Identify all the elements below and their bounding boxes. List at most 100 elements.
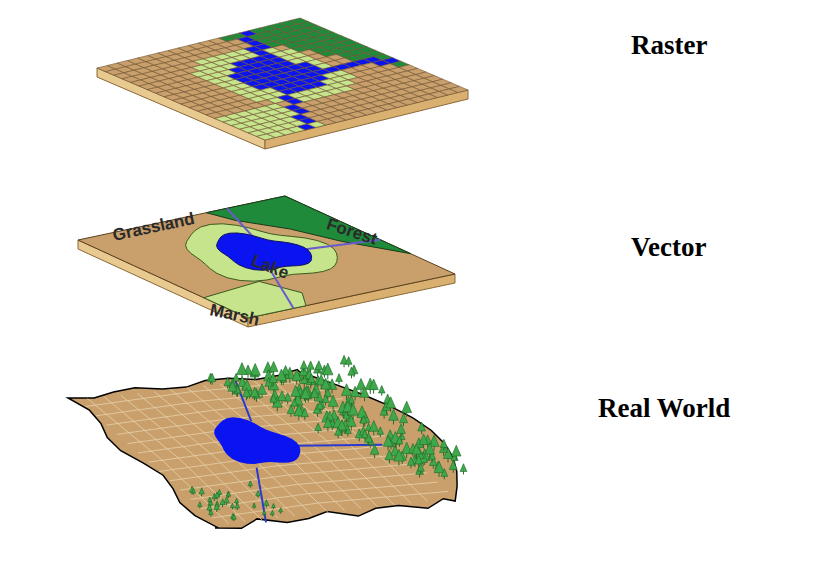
model-label: Real World xyxy=(598,393,730,424)
tree-crown xyxy=(394,449,404,461)
tree-crown xyxy=(272,503,276,507)
tree-crown xyxy=(335,427,342,435)
tree-crown xyxy=(369,421,378,432)
tree-crown xyxy=(452,445,461,456)
tree-crown xyxy=(348,404,358,416)
grassland-area xyxy=(78,196,455,318)
tree-crown xyxy=(351,386,360,396)
tree-crown xyxy=(323,363,333,375)
tree-crown xyxy=(215,492,220,497)
tree-crown xyxy=(449,460,457,469)
terrain-grid xyxy=(204,386,345,511)
tree-crown xyxy=(315,423,322,431)
tree-crown xyxy=(399,413,407,422)
tree-crown xyxy=(291,385,301,396)
tree-crown xyxy=(385,450,394,460)
tree-crown xyxy=(226,491,230,496)
tree-crown xyxy=(214,503,219,509)
tree-crown xyxy=(292,370,302,381)
tree-crown xyxy=(441,469,448,477)
tree-crown xyxy=(269,361,278,371)
tree-crown xyxy=(378,386,385,393)
model-label: Raster xyxy=(631,30,707,61)
tree-crown xyxy=(321,378,331,389)
tree-crown xyxy=(360,387,369,398)
stream-line xyxy=(257,468,266,523)
tree-crown xyxy=(323,417,332,427)
tree-crown xyxy=(243,388,251,397)
tree-crown xyxy=(336,374,343,382)
real-world-terrain xyxy=(68,355,467,528)
tree-crown xyxy=(279,508,283,512)
tree-crown xyxy=(315,361,323,370)
tree-crown xyxy=(278,391,286,401)
tree-crown xyxy=(370,444,379,454)
tree-crown xyxy=(301,408,308,416)
tree-crown xyxy=(228,381,237,391)
tree-crown xyxy=(235,498,239,503)
tree-crown xyxy=(262,510,266,514)
terrain-grid xyxy=(286,377,427,502)
slab-side xyxy=(265,90,468,149)
tree-crown xyxy=(308,374,316,383)
tree-crown xyxy=(209,373,216,381)
tree-crown xyxy=(310,388,318,398)
model-label: Vector xyxy=(631,232,706,263)
tree-crown xyxy=(369,379,378,390)
tree-crown xyxy=(328,395,338,406)
tree-crown xyxy=(220,499,225,505)
tree-crown xyxy=(300,361,307,369)
vector-slab xyxy=(78,196,455,327)
tree-crown xyxy=(386,397,396,408)
tree-crown xyxy=(347,415,357,426)
tree-crown xyxy=(434,461,444,472)
tree-crown xyxy=(198,502,202,507)
tree-crown xyxy=(199,488,204,494)
lake-water xyxy=(214,417,300,464)
tree-crown xyxy=(248,481,252,486)
tree-crown xyxy=(418,422,426,431)
tree-crown xyxy=(250,387,258,397)
terrain-grid xyxy=(212,491,449,518)
tree-crown xyxy=(360,416,367,424)
tree-crown xyxy=(270,394,277,402)
tree-crown xyxy=(440,439,447,447)
raster-slab xyxy=(97,18,468,149)
tree-crown xyxy=(237,363,247,375)
tree-crown xyxy=(419,434,428,445)
tree-crown xyxy=(341,384,351,396)
terrain-surface xyxy=(68,370,457,529)
tree-crown xyxy=(357,406,367,418)
tree-crown xyxy=(402,401,412,412)
tree-crown xyxy=(256,491,261,496)
tree-crown xyxy=(361,430,368,438)
tree-crown xyxy=(407,457,414,465)
raster-cell xyxy=(450,86,469,92)
tree-crown xyxy=(425,443,435,454)
tree-crown xyxy=(235,503,240,508)
tree-crown xyxy=(207,504,212,510)
tree-crown xyxy=(383,435,393,446)
slab-side xyxy=(97,68,265,149)
tree-crown xyxy=(208,497,212,501)
tree-crown xyxy=(252,503,256,507)
tree-crown xyxy=(230,503,234,508)
tree-crown xyxy=(301,388,311,399)
tree-crown xyxy=(269,373,277,383)
tree-crown xyxy=(264,500,269,506)
stream-line xyxy=(295,445,383,446)
tree-crown xyxy=(348,396,354,403)
tree-crown xyxy=(227,492,231,496)
tree-crown xyxy=(192,488,196,493)
tree-crown xyxy=(417,463,424,471)
tree-crown xyxy=(322,395,329,403)
tree-crown xyxy=(345,357,352,365)
tree-crown xyxy=(396,436,403,444)
tree-crown xyxy=(232,514,237,519)
tree-crown xyxy=(270,510,274,514)
tree-crown xyxy=(389,409,399,420)
terrain-grid xyxy=(170,390,311,515)
tree-crown xyxy=(257,384,266,394)
tree-crown xyxy=(348,367,355,375)
